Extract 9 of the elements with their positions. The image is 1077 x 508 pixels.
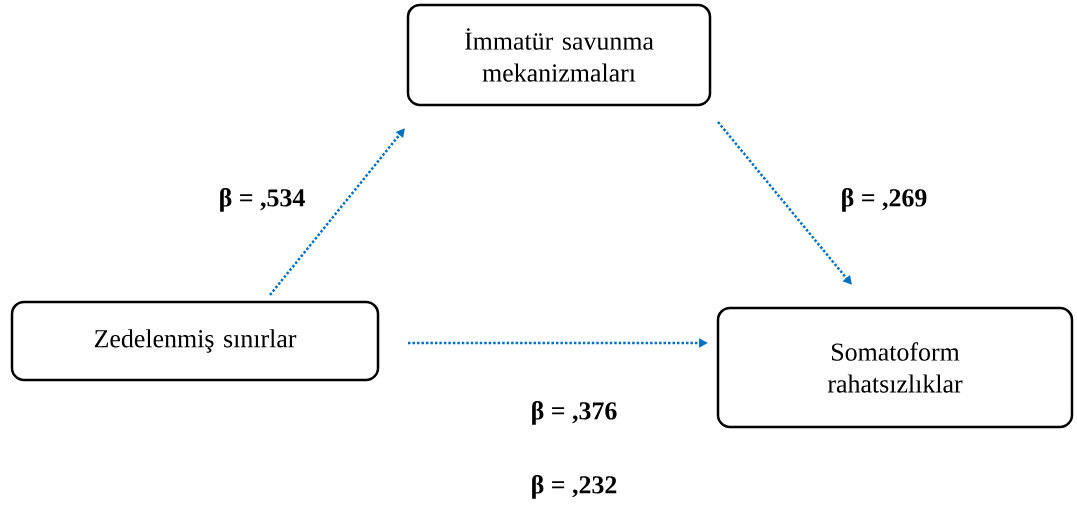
edge-label: β = ,534 [216,186,308,214]
process-box: Zedelenmiş sınırlar [10,300,380,382]
edge-label: β = ,269 [838,186,930,214]
arrow [717,121,852,285]
process-box: İmmatür savunma mekanizmaları [406,3,712,107]
edge-label: β = ,376 [528,399,620,427]
coefficient-label: β = ,232 [532,475,617,499]
process-box: Somatoform rahatsızlıklar [716,306,1074,429]
arrow [269,128,405,296]
